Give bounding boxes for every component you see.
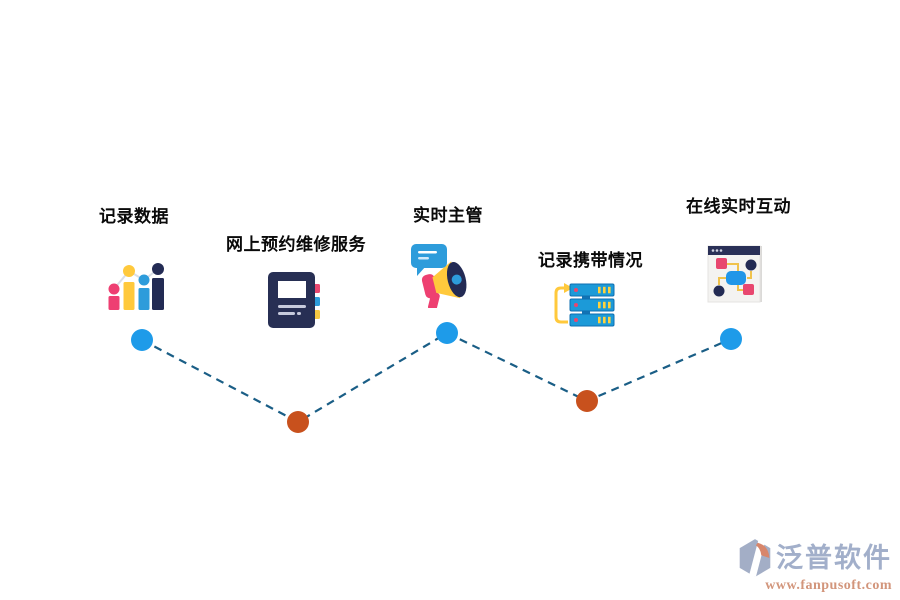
- fanpu-logo-icon: [739, 539, 771, 577]
- bar-chart-icon: [108, 263, 164, 310]
- milestone-dot-3: [436, 322, 458, 344]
- flowchart-window-icon: [707, 245, 762, 303]
- milestone-label-2: 网上预约维修服务: [226, 235, 366, 255]
- milestone-label-1: 记录数据: [99, 207, 169, 227]
- milestone-dot-5: [720, 328, 742, 350]
- watermark-url: www.fanpusoft.com: [765, 578, 892, 593]
- notebook-icon: [268, 272, 320, 328]
- milestone-label-5: 在线实时互动: [686, 197, 791, 217]
- megaphone-icon: [411, 244, 467, 308]
- milestone-label-3: 实时主管: [413, 206, 483, 226]
- milestone-label-4: 记录携带情况: [538, 251, 643, 271]
- milestone-dot-4: [576, 390, 598, 412]
- watermark-brand: 泛普软件: [776, 542, 892, 574]
- server-stack-icon: [554, 283, 615, 327]
- milestone-dot-2: [287, 411, 309, 433]
- milestone-dot-1: [131, 329, 153, 351]
- watermark: 泛普软件 www.fanpusoft.com: [737, 539, 892, 594]
- timeline-dashed-line: [141, 331, 732, 424]
